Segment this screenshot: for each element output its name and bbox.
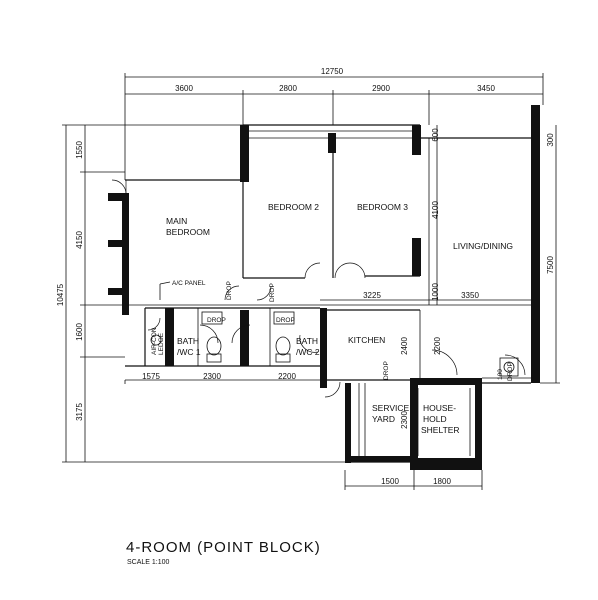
doors	[111, 179, 526, 398]
dim-top-3: 2900	[372, 84, 390, 93]
room-bath1-b: /WC 1	[177, 347, 201, 357]
room-bedroom-2: BEDROOM 2	[268, 202, 319, 212]
top-dimensions: 12750 3600 2800 2900 3450	[124, 67, 544, 180]
plan-title: 4-ROOM (POINT BLOCK)	[126, 539, 321, 556]
label-drop-3: DROP	[207, 317, 226, 324]
dim-top-2: 2800	[279, 84, 297, 93]
dim-2200-k: 2200	[433, 337, 442, 355]
room-service-b: YARD	[372, 414, 395, 424]
dim-bottom-1575: 1575	[142, 372, 160, 381]
label-drop-1: DROP	[226, 281, 233, 300]
room-main-bedroom-1: MAIN	[166, 216, 187, 226]
dim-top-1: 3600	[175, 84, 193, 93]
dim-2300-sy: 2300	[400, 411, 409, 429]
room-bath2-b: /WC 2	[296, 347, 320, 357]
fixtures	[150, 311, 519, 377]
dim-3350: 3350	[461, 291, 479, 300]
right-dimensions: 7500 300 600 4100 1000	[431, 125, 560, 384]
room-aircon-a: AIR-CON	[151, 327, 158, 355]
room-service-a: SERVICE	[372, 403, 409, 413]
room-bedroom-3: BEDROOM 3	[357, 202, 408, 212]
dim-top-4: 3450	[477, 84, 495, 93]
label-drop-2: DROP	[269, 283, 276, 302]
room-main-bedroom-2: BEDROOM	[166, 227, 210, 237]
dim-bottom-2200: 2200	[278, 372, 296, 381]
label-drop-6: DROP	[507, 362, 514, 381]
dim-bottom-1500: 1500	[381, 477, 399, 486]
label-ac-panel: A/C PANEL	[172, 280, 206, 287]
dim-left-2: 4150	[75, 231, 84, 249]
dim-left-3: 1600	[75, 323, 84, 341]
room-bath1-a: BATH	[177, 336, 199, 346]
dim-3225: 3225	[363, 291, 381, 300]
room-living-dining: LIVING/DINING	[453, 241, 513, 251]
room-shelter-c: SHELTER	[421, 425, 460, 435]
dim-600: 600	[431, 128, 440, 142]
room-aircon-b: LEDGE	[158, 332, 165, 355]
dim-bottom-2300: 2300	[203, 372, 221, 381]
dim-1000: 1000	[431, 283, 440, 301]
label-drop-5: DROP	[383, 361, 390, 380]
room-shelter-b: HOLD	[423, 414, 447, 424]
walls	[108, 105, 540, 470]
dim-right-300: 300	[546, 133, 555, 147]
plan-scale: SCALE 1:100	[127, 559, 170, 566]
dim-right-7500: 7500	[546, 256, 555, 274]
room-kitchen: KITCHEN	[348, 335, 385, 345]
bottom-dimensions: 1575 2300 2200 1500 1800	[124, 372, 483, 490]
dim-left-1: 1550	[75, 141, 84, 159]
dim-4100: 4100	[431, 201, 440, 219]
dim-100: 100	[497, 369, 504, 380]
room-shelter-a: HOUSE-	[423, 403, 456, 413]
label-drop-4: DROP	[276, 317, 295, 324]
dim-bottom-1800: 1800	[433, 477, 451, 486]
dim-2400: 2400	[400, 337, 409, 355]
dim-left-overall: 10475	[56, 283, 65, 306]
left-dimensions: 10475 1550 4150 1600 3175	[56, 124, 345, 463]
dim-left-4: 3175	[75, 403, 84, 421]
room-bath2-a: BATH	[296, 336, 318, 346]
dim-overall-width: 12750	[321, 67, 344, 76]
